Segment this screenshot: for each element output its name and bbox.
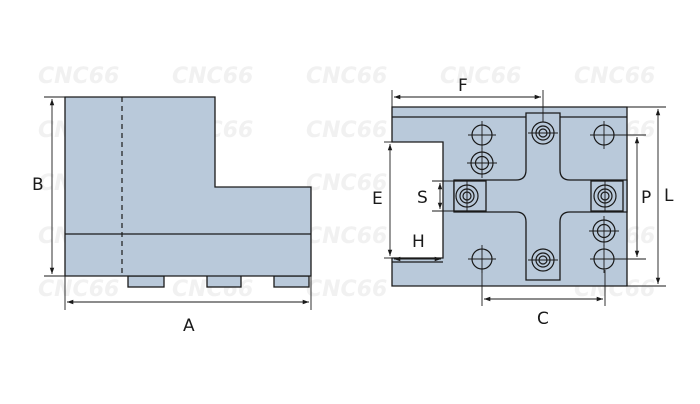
watermark: CNC66 <box>306 64 387 89</box>
watermark: CNC66 <box>306 171 387 196</box>
dim-h-label: H <box>412 232 425 252</box>
watermark: CNC66 <box>38 64 119 89</box>
watermark: CNC66 <box>38 277 119 302</box>
side-view-tab <box>273 275 310 288</box>
dim-e-label: E <box>372 189 383 209</box>
dim-l-label: L <box>664 186 674 206</box>
dim-c-label: C <box>537 309 549 329</box>
dim-f-label: F <box>458 76 468 96</box>
side-view: B A <box>32 96 312 336</box>
watermark: CNC66 <box>306 118 387 143</box>
watermark: CNC66 <box>306 277 387 302</box>
dim-a-label: A <box>183 316 195 336</box>
watermark: CNC66 <box>574 64 655 89</box>
dim-s-label: S <box>417 188 428 208</box>
side-view-body <box>64 96 312 277</box>
dim-b-label: B <box>32 175 44 195</box>
side-view-tab <box>127 275 165 288</box>
top-view: F E S H P L C <box>372 76 674 329</box>
top-view-pocket <box>590 180 624 212</box>
watermark: CNC66 <box>440 64 521 89</box>
top-view-cross-key <box>453 112 628 281</box>
dim-p-label: P <box>641 188 651 208</box>
watermark: CNC66 <box>306 224 387 249</box>
watermark: CNC66 <box>172 64 253 89</box>
